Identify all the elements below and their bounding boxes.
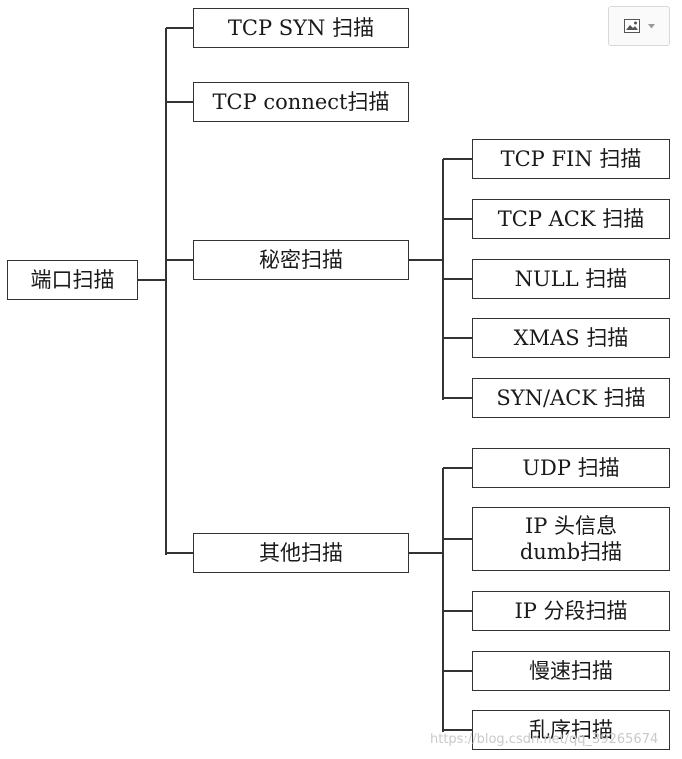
- node-xmas: XMAS 扫描: [472, 318, 670, 358]
- node-tcp-fin: TCP FIN 扫描: [472, 139, 670, 179]
- node-random: 乱序扫描: [472, 710, 670, 750]
- node-tcp-ack: TCP ACK 扫描: [472, 199, 670, 239]
- image-icon: [623, 19, 640, 33]
- connector-tcp-connect: [166, 101, 193, 103]
- connector-tcp-ack: [443, 218, 472, 220]
- trunk-main: [165, 28, 167, 555]
- node-slow: 慢速扫描: [472, 651, 670, 691]
- node-syn-ack: SYN/ACK 扫描: [472, 378, 670, 418]
- trunk-other: [442, 468, 444, 732]
- connector-other-out: [409, 552, 443, 554]
- connector-tcp-syn: [166, 27, 193, 29]
- connector-ip-dumb: [443, 538, 472, 540]
- node-ip-frag: IP 分段扫描: [472, 591, 670, 631]
- node-secret: 秘密扫描: [193, 240, 409, 280]
- node-tcp-connect: TCP connect扫描: [193, 82, 409, 122]
- image-insert-button[interactable]: [608, 6, 670, 46]
- connector-tcp-fin: [443, 158, 472, 160]
- connector-udp: [443, 467, 472, 469]
- connector-xmas: [443, 337, 472, 339]
- connector-slow: [443, 670, 472, 672]
- node-null: NULL 扫描: [472, 259, 670, 299]
- connector-null: [443, 278, 472, 280]
- node-root: 端口扫描: [7, 260, 138, 300]
- connector-random: [443, 729, 472, 731]
- connector-ip-frag: [443, 610, 472, 612]
- connector-secret: [166, 259, 193, 261]
- node-other: 其他扫描: [193, 533, 409, 573]
- connector-other: [166, 552, 193, 554]
- node-ip-dumb: IP 头信息 dumb扫描: [472, 507, 670, 571]
- node-udp: UDP 扫描: [472, 448, 670, 488]
- connector-root: [138, 279, 166, 281]
- watermark: https://blog.csdn.net/qq_39265674: [430, 732, 659, 747]
- connector-syn-ack: [443, 397, 472, 399]
- connector-secret-out: [409, 259, 443, 261]
- caret-down-icon: [647, 23, 655, 29]
- node-tcp-syn: TCP SYN 扫描: [193, 8, 409, 48]
